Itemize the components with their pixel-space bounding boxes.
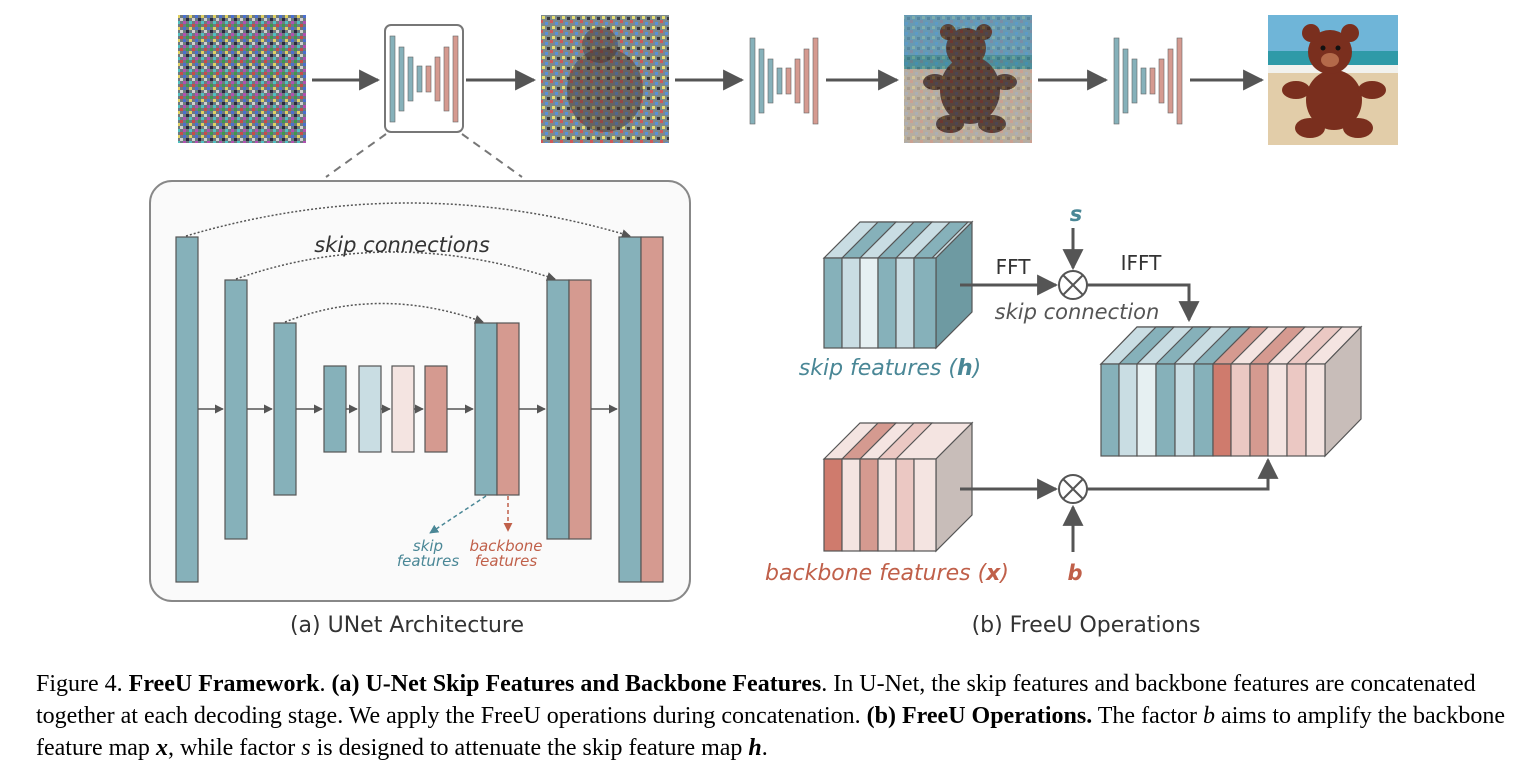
skip-connection-label: skip connection [995, 300, 1160, 324]
figure-caption: Figure 4. FreeU Framework. (a) U-Net Ski… [36, 671, 1505, 761]
ifft-label: IFFT [1121, 251, 1163, 275]
caption-var-b: b [1203, 703, 1216, 729]
small-skip-label-1: skip [413, 537, 443, 555]
caption-part-b-text-3: , while factor [167, 735, 296, 761]
skip-features-block [822, 220, 974, 350]
caption-part-b-title: (b) FreeU Operations. [866, 703, 1093, 729]
partially-denoised-image-1 [541, 15, 669, 143]
caption-part-b-text-4: is designed to attenuate the skip featur… [316, 735, 743, 761]
b-factor-label: b [1067, 561, 1082, 585]
caption-part-a-text: In U-Net, the skip features and backbone… [36, 671, 1476, 729]
teddy-bear-image [1268, 15, 1398, 145]
concatenated-features-block [1099, 325, 1363, 458]
backbone-features-x-label: backbone features (x) [765, 561, 1009, 586]
small-backbone-label-2: features [475, 552, 537, 570]
partially-denoised-image-2 [904, 15, 1032, 143]
caption-part-b-text-1: The factor [1097, 703, 1198, 729]
caption-figure-number: Figure 4. [36, 671, 123, 697]
s-factor-label: s [1070, 202, 1083, 226]
caption-var-s: s [301, 735, 311, 761]
noise-image [178, 15, 306, 143]
skip-connections-label: skip connections [314, 233, 490, 257]
freeu-figure: skip connections ski [149, 15, 1398, 638]
small-backbone-label-1: backbone [469, 537, 542, 555]
multiply-b-operator [1058, 474, 1088, 504]
unet-architecture-panel: skip connections ski [149, 180, 691, 638]
panel-b-label: (b) FreeU Operations [972, 613, 1201, 638]
panel-a-label: (a) UNet Architecture [290, 613, 524, 638]
backbone-features-block [822, 421, 974, 553]
freeu-operations-panel: skip features (h) backbone features (x) … [765, 202, 1363, 638]
unet-icon-3 [1113, 37, 1183, 125]
caption-title: FreeU Framework [128, 671, 320, 697]
caption-var-x: x [155, 735, 168, 761]
multiply-s-operator [1058, 270, 1088, 300]
denoising-row [178, 15, 1398, 145]
caption-part-b-text-2: aims to amplify the backbone feature map [36, 703, 1505, 761]
unet-icon-1 [384, 24, 464, 133]
caption-part-a-title: (a) U-Net Skip Features and Backbone Fea… [331, 671, 822, 697]
fft-label: FFT [996, 255, 1032, 279]
small-skip-label-2: features [397, 552, 459, 570]
caption-end: . [761, 735, 768, 761]
unet-icon-2 [749, 37, 819, 125]
skip-features-h-label: skip features (h) [799, 356, 982, 381]
caption-var-h: h [748, 735, 762, 761]
